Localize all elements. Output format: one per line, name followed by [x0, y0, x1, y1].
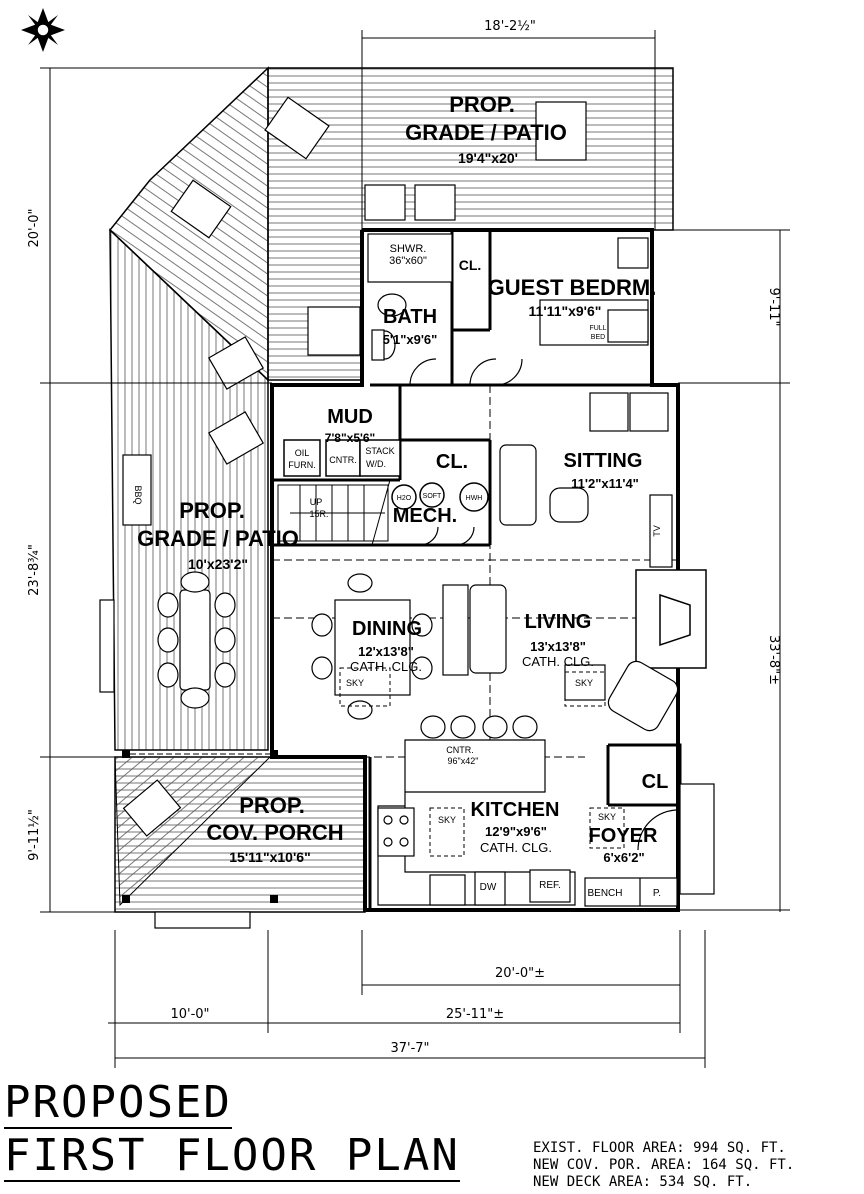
- interior-walls: [272, 230, 682, 910]
- shower-size: 36"x60": [389, 255, 427, 267]
- living-sky: SKY: [575, 678, 593, 688]
- bed-label1: FULL: [589, 325, 606, 332]
- sitting-name: SITTING: [564, 450, 643, 472]
- dining-note: CATH. CLG.: [350, 659, 422, 674]
- dw-label: DW: [480, 882, 497, 893]
- skylights: [339, 667, 625, 857]
- patio-top-size: 19'4"x20': [458, 150, 518, 166]
- kitchen-note: CATH. CLG.: [480, 840, 552, 855]
- dim-bottom-10: 10'-0": [170, 1007, 209, 1022]
- floor-plan: PROP. GRADE / PATIO 19'4"x20' PROP. GRAD…: [21, 8, 790, 1068]
- guest-name: GUEST BEDRM.: [488, 275, 657, 300]
- dim-bottom-25: 25'-11"±: [446, 1007, 504, 1022]
- stair-label1: UP: [310, 497, 323, 507]
- plan-title-line2: FIRST FLOOR PLAN: [4, 1130, 460, 1182]
- bath-fixtures: [367, 233, 649, 361]
- foyer-closet-label: CL: [642, 771, 669, 793]
- guest-size: 11'11"x9'6": [529, 303, 602, 319]
- dim-left-mid: 23'-8¾": [27, 544, 42, 596]
- patio-table: [157, 571, 236, 709]
- mud-name: MUD: [327, 406, 373, 428]
- dining-size: 12'x13'8": [358, 644, 414, 659]
- sitting-furniture: [499, 392, 673, 568]
- kitchen-size: 12'9"x9'6": [485, 824, 547, 839]
- bath-name: BATH: [383, 306, 437, 328]
- mech-closet-label: CL.: [436, 451, 468, 473]
- area-covered-porch: NEW COV. POR. AREA: 164 SQ. FT.: [533, 1157, 795, 1173]
- dim-left-bot: 9'-11½": [27, 809, 42, 861]
- mech-name: MECH.: [393, 505, 457, 527]
- living-note: CATH. CLG.: [522, 654, 594, 669]
- patio-left-name2: GRADE / PATIO: [137, 526, 299, 551]
- bbq-label: BBQ: [133, 485, 143, 504]
- porch-name1: PROP.: [239, 793, 305, 818]
- guest-closet-label: CL.: [459, 257, 482, 273]
- stairs: [277, 479, 391, 546]
- patio-left-name1: PROP.: [179, 498, 245, 523]
- exterior-walls: [270, 228, 680, 912]
- kitchen-counter-label2: 96"x42": [448, 756, 479, 766]
- dimension-labels: 18'-2½" 20'-0" 23'-8¾" 9'-11½" 9'-11" 33…: [27, 19, 781, 1056]
- plan-title-line1: PROPOSED: [4, 1077, 232, 1129]
- dimension-lines: [40, 30, 790, 1068]
- oil-label1: OIL: [295, 448, 310, 458]
- soft-label: SOFT: [423, 493, 442, 500]
- stair-label2: 15R.: [309, 509, 328, 519]
- kitchen-counter-label1: CNTR.: [446, 745, 474, 755]
- dim-bottom-20: 20'-0"±: [495, 966, 545, 981]
- dining-name: DINING: [352, 618, 422, 640]
- bath-size: 5'1"x9'6": [383, 332, 438, 347]
- doors: [409, 358, 715, 895]
- compass-icon: [21, 8, 65, 52]
- area-existing: EXIST. FLOOR AREA: 994 SQ. FT.: [533, 1140, 786, 1156]
- dining-living-furniture: [311, 573, 679, 732]
- fireplace-icon: [635, 569, 707, 669]
- dim-right-top: 9'-11": [766, 287, 781, 326]
- kitchen-fixtures: [377, 715, 678, 907]
- living-name: LIVING: [525, 611, 592, 633]
- ref-label: REF.: [539, 880, 561, 891]
- foyer-size: 6'x6'2": [603, 850, 644, 865]
- hwh-label: HWH: [466, 495, 483, 502]
- stack-label2: W/D.: [366, 459, 386, 469]
- room-labels: PROP. GRADE / PATIO 19'4"x20' PROP. GRAD…: [133, 92, 668, 899]
- mud-size: 7'8"x5'6": [325, 431, 375, 445]
- entry-steps: [364, 184, 456, 221]
- porch-name2: COV. PORCH: [206, 820, 343, 845]
- mud-cntr-label: CNTR.: [329, 455, 357, 465]
- h2o-label: H2O: [397, 495, 412, 502]
- dim-bottom-total: 37'-7": [390, 1041, 429, 1056]
- mud-fixtures: [283, 439, 489, 512]
- kitchen-sky: SKY: [438, 815, 456, 825]
- foyer-name: FOYER: [589, 825, 658, 847]
- bench-label: BENCH: [587, 888, 622, 899]
- kitchen-name: KITCHEN: [471, 799, 560, 821]
- patio-left-size: 10'x23'2": [188, 556, 248, 572]
- oil-label2: FURN.: [288, 460, 316, 470]
- shower-name: SHWR.: [390, 243, 427, 255]
- patio-top-name2: GRADE / PATIO: [405, 120, 567, 145]
- dining-sky: SKY: [346, 678, 364, 688]
- dim-right-main: 33'-8"±: [766, 635, 781, 685]
- stack-label1: STACK: [365, 446, 394, 456]
- living-size: 13'x13'8": [530, 639, 586, 654]
- patio-top-name1: PROP.: [449, 92, 515, 117]
- sitting-size: 11'2"x11'4": [571, 476, 639, 491]
- deck-chairs: [122, 96, 587, 837]
- dim-top: 18'-2½": [484, 19, 536, 34]
- area-summary: EXIST. FLOOR AREA: 994 SQ. FT. NEW COV. …: [533, 1140, 794, 1191]
- porch-size: 15'11"x10'6": [229, 849, 310, 865]
- tv-label: TV: [652, 525, 662, 537]
- pantry-label: P.: [653, 888, 661, 899]
- foyer-sky: SKY: [598, 812, 616, 822]
- bed-label2: BED: [591, 334, 605, 341]
- area-deck: NEW DECK AREA: 534 SQ. FT.: [533, 1174, 753, 1190]
- dim-left-top: 20'-0": [27, 208, 42, 247]
